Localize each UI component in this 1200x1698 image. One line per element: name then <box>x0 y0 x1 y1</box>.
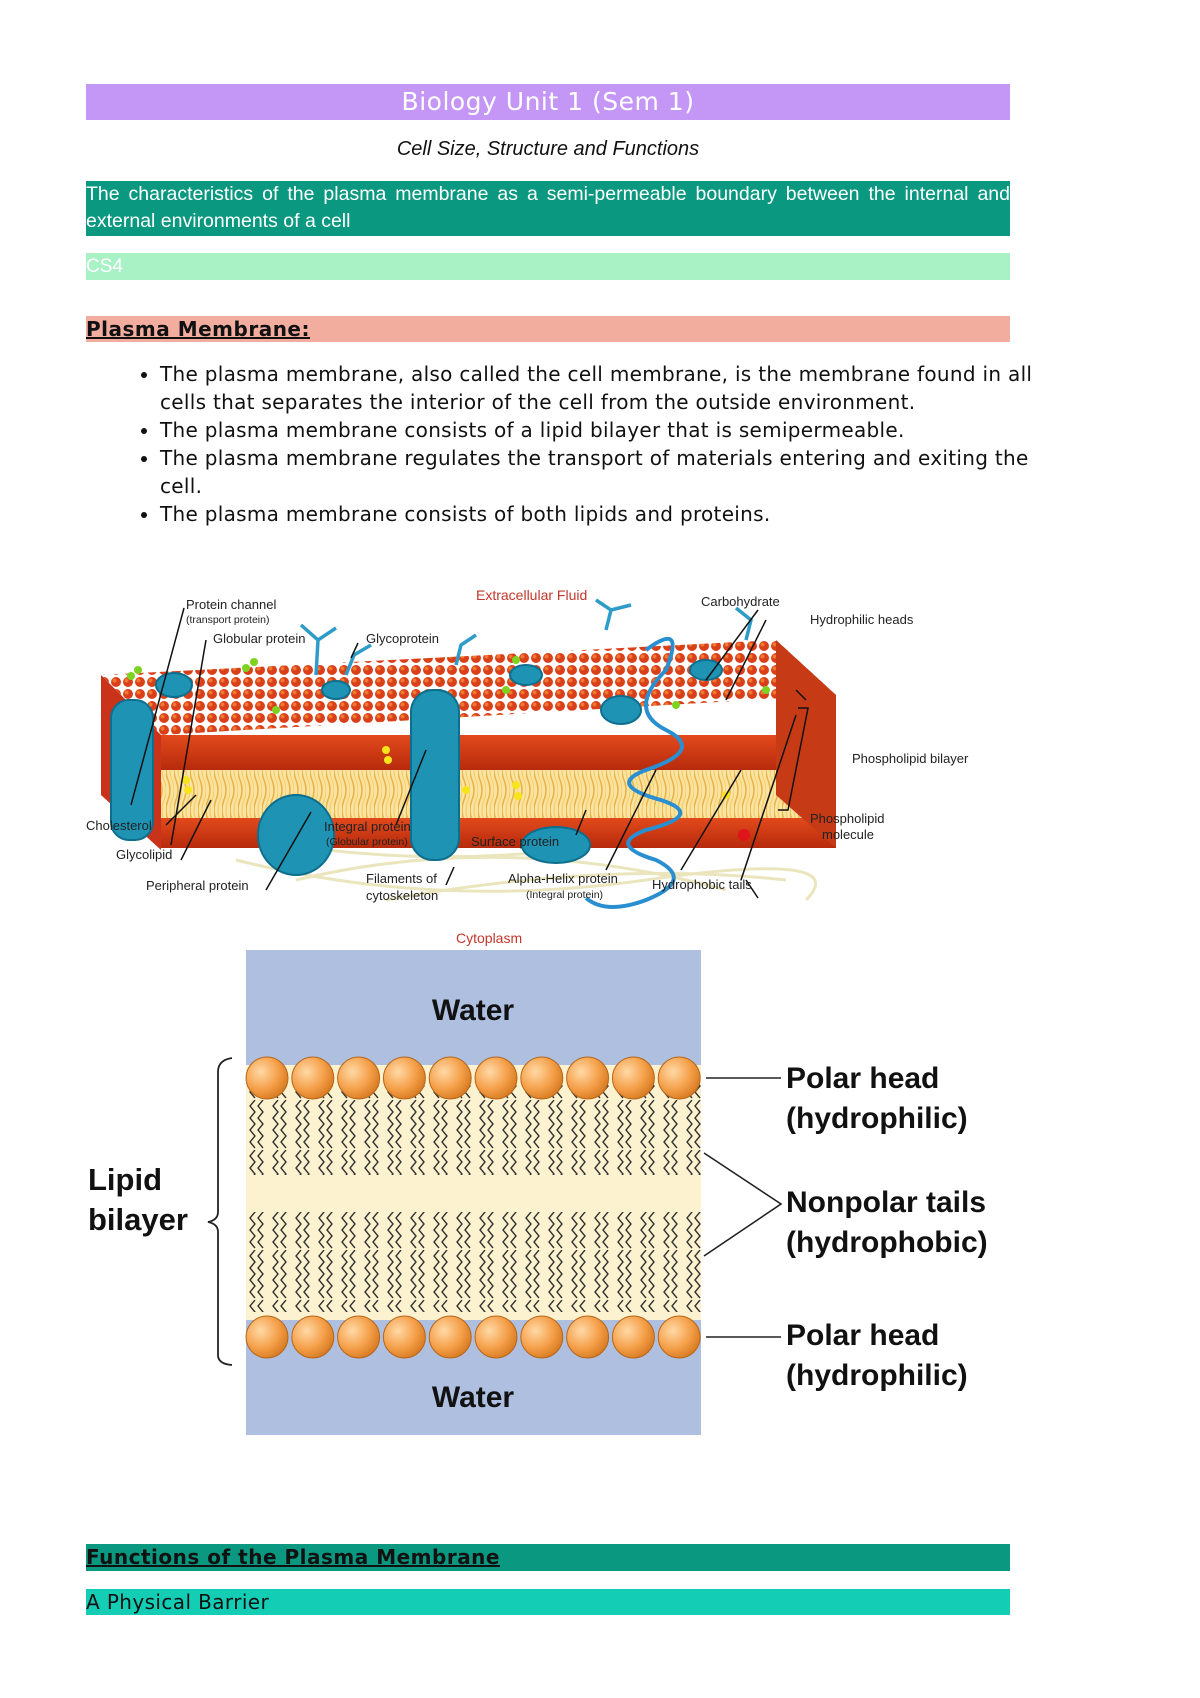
label-cytoplasm: Cytoplasm <box>456 930 522 946</box>
hydrophobic-label: (hydrophobic) <box>786 1226 988 1259</box>
polar-head-bottom-label: Polar head <box>786 1319 939 1352</box>
label-cholesterol: Cholesterol <box>86 818 152 833</box>
bottom-tails <box>246 1212 701 1312</box>
carbohydrate-chains <box>299 598 753 676</box>
lipid-label: Lipid <box>88 1162 162 1197</box>
label-transport-protein: (transport protein) <box>186 614 269 626</box>
plasma-membrane-points: The plasma membrane, also called the cel… <box>120 360 1040 528</box>
label-carbohydrate: Carbohydrate <box>701 594 780 609</box>
nonpolar-tails-label: Nonpolar tails <box>786 1186 986 1219</box>
label-extracellular-fluid: Extracellular Fluid <box>476 587 587 603</box>
label-pointers <box>130 607 809 899</box>
list-item: The plasma membrane regulates the transp… <box>160 444 1040 500</box>
list-item: The plasma membrane consists of both lip… <box>160 500 1040 528</box>
label-glycoprotein: Glycoprotein <box>366 631 439 646</box>
polar-head <box>657 1315 701 1359</box>
hydrophilic-bottom-label: (hydrophilic) <box>786 1359 968 1392</box>
bilayer-bracket <box>207 1057 233 1366</box>
polar-head <box>428 1315 472 1359</box>
cholesterol-markers <box>182 746 730 800</box>
lipid-bilayer-diagram: Water Water Lipid bilayer Polar head (hy… <box>88 950 988 1435</box>
plasma-membrane-heading: Plasma Membrane: <box>86 316 1010 342</box>
water-top-label: Water <box>432 994 515 1027</box>
polar-head <box>245 1315 289 1359</box>
polar-head <box>566 1315 610 1359</box>
functions-heading: Functions of the Plasma Membrane <box>86 1544 1010 1571</box>
label-integral-protein-paren: (Integral protein) <box>526 889 603 901</box>
polar-head <box>428 1056 472 1100</box>
polar-head <box>611 1315 655 1359</box>
polar-head <box>520 1056 564 1100</box>
water-bottom-label: Water <box>432 1381 515 1414</box>
label-hydrophobic-tails: Hydrophobic tails <box>652 877 752 892</box>
label-glycolipid: Glycolipid <box>116 847 172 862</box>
label-molecule: molecule <box>822 827 874 842</box>
label-alpha-helix-protein: Alpha-Helix protein <box>508 871 618 886</box>
polar-head <box>611 1056 655 1100</box>
polar-head-top-label: Polar head <box>786 1062 939 1095</box>
annotation-lines <box>703 1077 783 1338</box>
polar-head <box>245 1056 289 1100</box>
label-filaments-of: Filaments of <box>366 871 437 886</box>
phospholipid-molecule-marker <box>738 829 750 841</box>
polar-head <box>337 1056 381 1100</box>
list-item: The plasma membrane, also called the cel… <box>160 360 1040 416</box>
alpha-helix-protein <box>584 636 684 910</box>
label-phospholipid-bilayer: Phospholipid bilayer <box>852 751 969 766</box>
polar-head <box>474 1315 518 1359</box>
polar-head <box>291 1056 335 1100</box>
polar-head <box>382 1056 426 1100</box>
bottom-polar-heads <box>245 1315 701 1359</box>
polar-head <box>474 1056 518 1100</box>
membrane-structure-diagram: Protein channel (transport protein) Glob… <box>86 587 969 946</box>
label-protein-channel: Protein channel <box>186 597 276 612</box>
hydrophilic-top-label: (hydrophilic) <box>786 1102 968 1135</box>
learning-outcome: The characteristics of the plasma membra… <box>86 181 1010 236</box>
label-globular-protein: Globular protein <box>213 631 306 646</box>
document-subtitle: Cell Size, Structure and Functions <box>396 138 700 160</box>
list-item: The plasma membrane consists of a lipid … <box>160 416 1040 444</box>
polar-head <box>566 1056 610 1100</box>
polar-head <box>337 1315 381 1359</box>
function-item-physical-barrier: A Physical Barrier <box>86 1589 1010 1615</box>
polar-head <box>291 1315 335 1359</box>
bilayer-label: bilayer <box>88 1202 188 1237</box>
membrane-slab <box>101 640 836 850</box>
label-globular-protein-paren: (Globular protein) <box>326 836 408 848</box>
label-phospholipid: Phospholipid <box>810 811 884 826</box>
polar-head <box>520 1315 564 1359</box>
top-polar-heads <box>245 1056 701 1100</box>
polar-head <box>382 1315 426 1359</box>
glycolipid-markers <box>127 656 770 714</box>
document-title: Biology Unit 1 (Sem 1) <box>86 84 1010 120</box>
label-hydrophilic-heads: Hydrophilic heads <box>810 612 914 627</box>
label-surface-protein: Surface protein <box>471 834 559 849</box>
outcome-code: CS4 <box>86 253 1010 280</box>
label-integral-protein: Integral protein <box>324 819 411 834</box>
label-peripheral-protein: Peripheral protein <box>146 878 249 893</box>
polar-head <box>657 1056 701 1100</box>
label-cytoskeleton: cytoskeleton <box>366 888 438 903</box>
membrane-proteins <box>110 659 723 876</box>
